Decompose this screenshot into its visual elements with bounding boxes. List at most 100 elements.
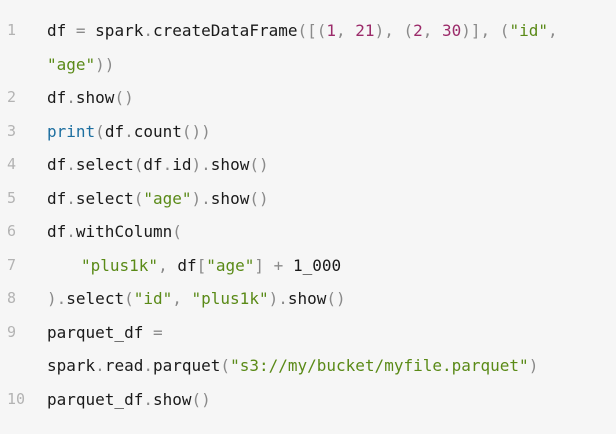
line-number: 7 — [7, 255, 17, 274]
code-text: df = spark.createDataFrame([(1, 21), (2,… — [47, 14, 616, 48]
code-token: select — [75, 155, 134, 174]
code-token: "id" — [509, 21, 548, 40]
code-token: ( — [172, 222, 182, 241]
code-token: . — [162, 155, 173, 174]
code-token: ( — [124, 289, 134, 308]
code-token: show — [152, 389, 192, 409]
code-token: "age" — [143, 188, 192, 208]
code-token: ( — [133, 155, 144, 174]
code-token: . — [124, 121, 134, 141]
code-token: . — [201, 188, 211, 208]
code-token: select — [75, 188, 134, 208]
code-token: 2 — [413, 21, 423, 40]
code-token: , — [172, 289, 192, 308]
code-token: show — [75, 88, 115, 107]
code-line: 10 parquet_df.show() — [0, 383, 616, 417]
code-token: . — [56, 289, 67, 308]
code-token: 1 — [326, 21, 337, 40]
code-token: df — [47, 188, 67, 208]
code-text: df.select(df.id).show() — [47, 148, 616, 182]
code-token: ( — [220, 356, 231, 375]
code-token: spark — [47, 356, 96, 375]
code-token: ( — [133, 188, 144, 208]
code-token: "s3://my/bucket/myfile.parquet" — [230, 356, 529, 375]
code-token: withColumn — [75, 222, 173, 241]
code-token: "age" — [47, 54, 96, 74]
code-token: = — [143, 322, 163, 342]
code-line: 9 parquet_df = — [0, 316, 616, 350]
code-text: "age")) — [47, 48, 616, 82]
code-token: ()) — [181, 121, 211, 141]
line-number: 5 — [7, 188, 17, 207]
code-token: () — [249, 155, 269, 174]
code-text: print(df.count()) — [47, 115, 616, 149]
code-token: ) — [191, 188, 202, 208]
code-token: ) — [528, 356, 539, 375]
code-token: ( — [95, 121, 105, 141]
code-token: + — [264, 255, 293, 275]
code-token: df — [47, 222, 67, 241]
code-token: parquet_df — [47, 389, 144, 409]
code-token: . — [66, 155, 76, 174]
code-token: "age" — [206, 255, 255, 275]
code-token: , — [158, 255, 178, 275]
code-token: 1_000 — [292, 255, 342, 275]
code-token: = — [66, 21, 96, 40]
code-line-continuation: spark.read.parquet("s3://my/bucket/myfil… — [0, 349, 616, 383]
code-token: () — [249, 188, 269, 208]
code-token: ) — [191, 155, 202, 174]
line-number: 2 — [7, 88, 17, 106]
code-token: , — [336, 21, 356, 40]
code-token: read — [104, 356, 144, 375]
code-line-continuation: "age")) — [0, 48, 616, 82]
code-token: df — [104, 121, 125, 141]
code-token: "plus1k" — [191, 289, 269, 308]
line-number: 3 — [7, 121, 17, 140]
code-line: 7"plus1k", df["age"] + 1_000 — [0, 249, 616, 283]
code-token: . — [201, 155, 211, 174]
code-token: . — [143, 356, 153, 375]
code-text: ).select("id", "plus1k").show() — [47, 282, 616, 316]
code-token: )], ( — [461, 21, 510, 40]
code-token: . — [66, 188, 76, 208]
code-token: "id" — [133, 289, 173, 308]
line-number: 10 — [7, 389, 26, 408]
code-line: 3 print(df.count()) — [0, 115, 616, 149]
code-token: () — [114, 88, 134, 107]
code-token: ), ( — [374, 21, 414, 40]
line-number: 4 — [7, 155, 17, 173]
code-token: , — [547, 21, 558, 40]
code-token: ) — [268, 289, 279, 308]
line-number: 9 — [7, 322, 17, 341]
code-text: parquet_df = — [47, 316, 616, 350]
code-text: df.show() — [47, 81, 616, 115]
code-token: . — [278, 289, 288, 308]
code-token: parquet — [152, 356, 221, 375]
code-token: show — [210, 155, 250, 174]
code-token: . — [66, 222, 76, 241]
code-token: ) — [47, 289, 57, 308]
line-number: 8 — [7, 289, 17, 307]
code-token: df — [143, 155, 163, 174]
code-token: id — [172, 155, 192, 174]
code-token: spark — [95, 21, 144, 40]
code-token: )) — [95, 54, 115, 74]
line-number: 1 — [7, 21, 17, 39]
code-token: , — [422, 21, 442, 40]
code-text: df.withColumn( — [47, 215, 616, 249]
code-text: df.select("age").show() — [47, 182, 616, 216]
code-token: show — [210, 188, 250, 208]
code-text: parquet_df.show() — [47, 383, 616, 417]
code-token: df — [47, 21, 67, 40]
code-token: () — [191, 389, 211, 409]
code-token: df — [177, 255, 197, 275]
code-token: print — [47, 121, 96, 141]
code-token: . — [95, 356, 105, 375]
code-token: . — [143, 389, 153, 409]
code-token: ] — [254, 255, 265, 275]
code-token: select — [66, 289, 125, 308]
